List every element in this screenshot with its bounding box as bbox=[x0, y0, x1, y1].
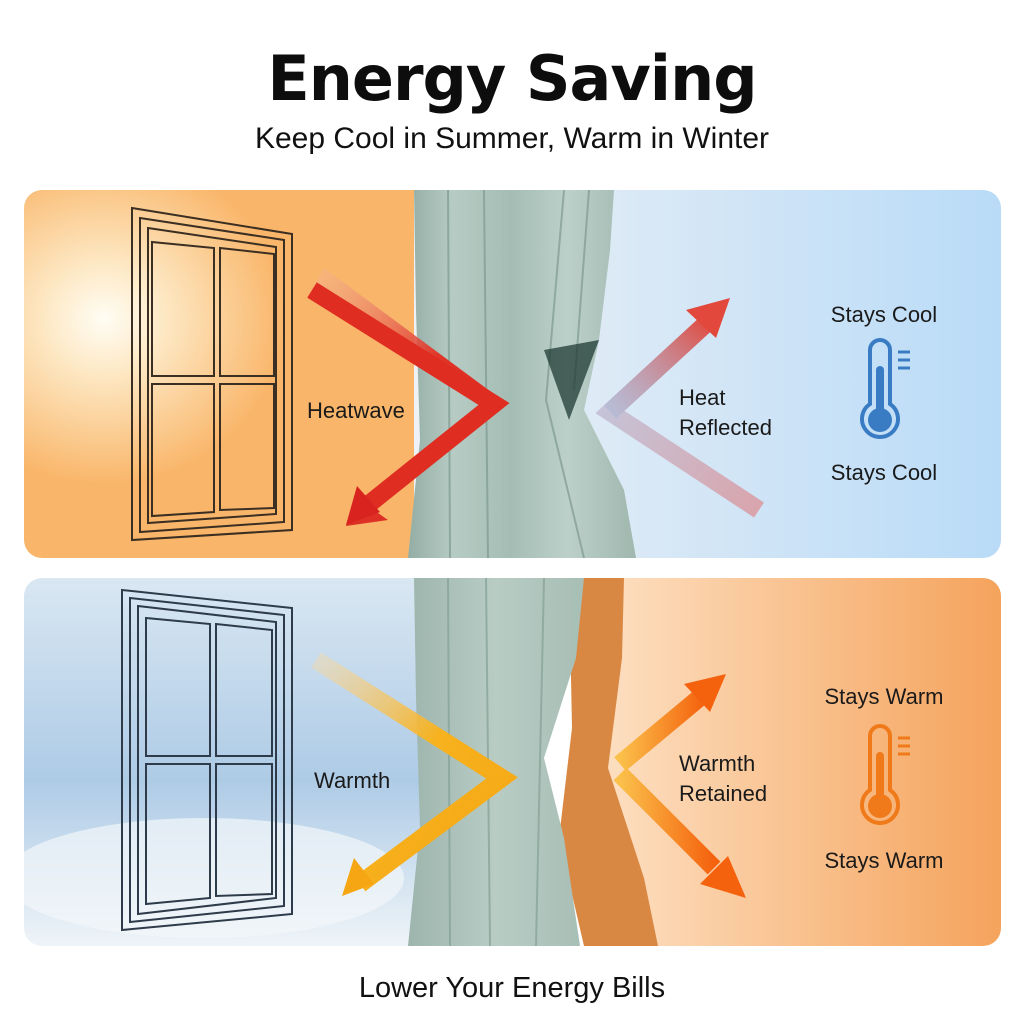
stays-cool-top-label: Stays Cool bbox=[830, 302, 938, 327]
thermometer-warm-icon bbox=[860, 724, 910, 825]
page-subtitle: Keep Cool in Summer, Warm in Winter bbox=[254, 122, 770, 155]
winter-panel: Warmth Warmth Retained Stays Warm Stays … bbox=[24, 578, 1001, 946]
summer-illustration bbox=[24, 190, 1001, 558]
page-title: Energy Saving bbox=[267, 42, 757, 115]
stays-warm-bottom-label: Stays Warm bbox=[824, 848, 944, 873]
winter-illustration bbox=[24, 578, 1001, 946]
heat-reflected-label-line1: Heat bbox=[679, 385, 726, 410]
warmth-label: Warmth bbox=[314, 768, 391, 793]
footer-tagline: Lower Your Energy Bills bbox=[358, 972, 666, 1004]
warmth-retained-label-line2: Retained bbox=[679, 781, 768, 806]
stays-cool-bottom-label: Stays Cool bbox=[830, 460, 938, 485]
thermometer-cool-icon bbox=[860, 338, 910, 439]
heatwave-label: Heatwave bbox=[307, 398, 405, 423]
warmth-retained-label-line1: Warmth bbox=[679, 751, 756, 776]
summer-panel: Heatwave Heat Reflected Stays Cool Stays… bbox=[24, 190, 1001, 558]
heat-reflected-label-line2: Reflected bbox=[679, 415, 772, 440]
stays-warm-top-label: Stays Warm bbox=[824, 684, 944, 709]
